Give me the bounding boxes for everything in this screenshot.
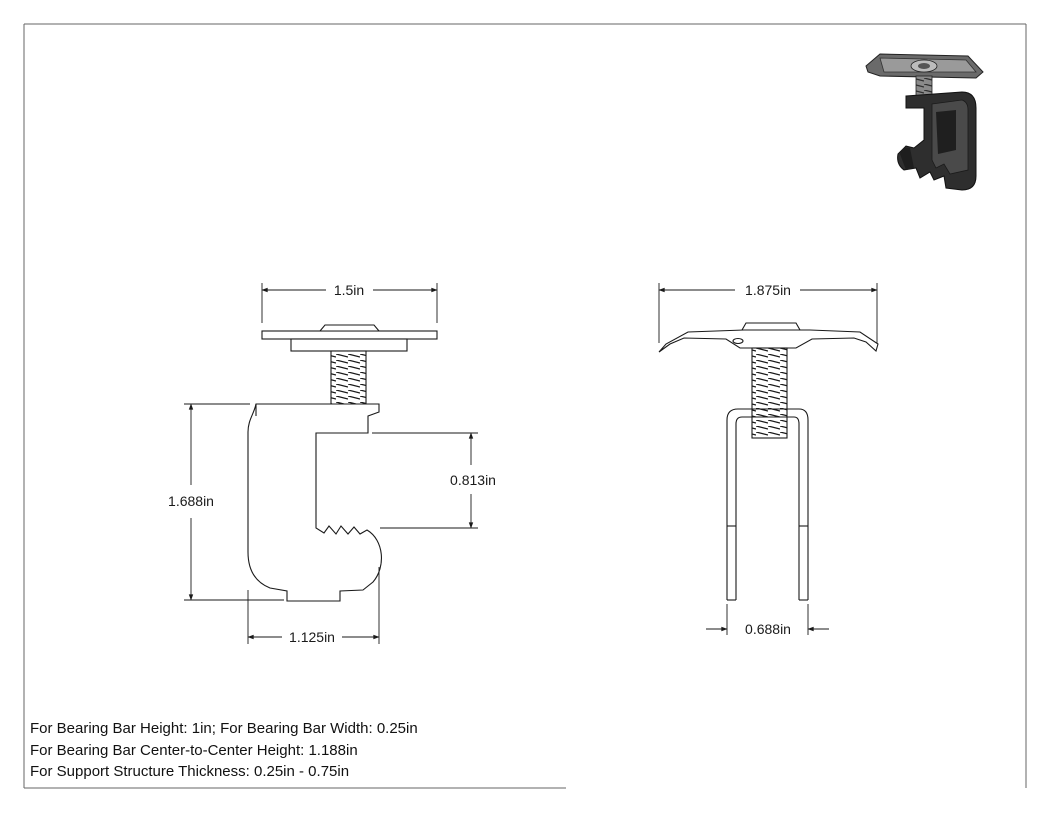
front-dimensions	[184, 283, 478, 644]
dim-leg-spacing: 0.688in	[745, 621, 791, 637]
note-bearing-bar-size: For Bearing Bar Height: 1in; For Bearing…	[30, 720, 418, 737]
side-u-bracket	[726, 408, 809, 600]
front-clamp-plate	[290, 338, 408, 352]
notes-block: For Bearing Bar Height: 1in; For Bearing…	[30, 718, 418, 783]
side-bolt-head	[741, 322, 801, 331]
side-top-plate	[658, 329, 879, 353]
dim-base-width: 1.125in	[289, 629, 335, 645]
side-dimensions	[658, 283, 878, 635]
front-view	[247, 324, 438, 602]
front-clamp-body	[247, 403, 382, 602]
dim-jaw-opening: 0.813in	[450, 472, 496, 488]
front-bolt-head	[318, 324, 381, 332]
dim-side-width: 1.875in	[745, 282, 791, 298]
note-support-thickness: For Support Structure Thickness: 0.25in …	[30, 763, 350, 780]
dim-front-width: 1.5in	[334, 282, 364, 298]
dim-front-height: 1.688in	[168, 493, 214, 509]
isometric-view	[865, 53, 984, 191]
side-view	[658, 322, 879, 601]
sheet-border	[23, 23, 1027, 789]
note-center-height: For Bearing Bar Center-to-Center Height:…	[30, 741, 358, 759]
front-top-plate	[261, 330, 438, 340]
